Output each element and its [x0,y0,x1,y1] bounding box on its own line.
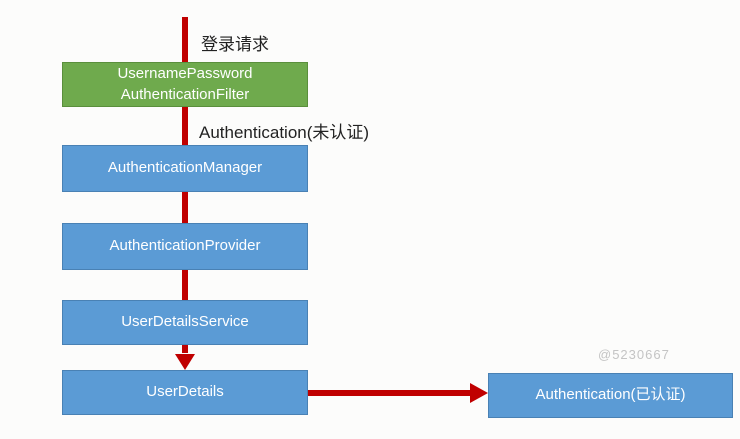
watermark-text: @5230667 [598,347,670,362]
filter-label-line1: UsernamePassword [117,65,253,83]
down-arrowhead-icon [175,354,195,370]
authentication-manager-label: AuthenticationManager [107,159,263,177]
horizontal-flow-line [307,390,471,396]
node-authentication-authenticated: Authentication(已认证) [488,373,733,418]
node-user-details-service: UserDetailsService [62,300,308,345]
authentication-authenticated-label: Authentication(已认证) [535,386,686,404]
user-details-service-label: UserDetailsService [121,313,249,331]
right-arrowhead-icon [470,383,488,403]
node-authentication-provider: AuthenticationProvider [62,223,308,270]
node-username-password-authentication-filter: UsernamePassword AuthenticationFilter [62,62,308,107]
login-request-label: 登录请求 [201,35,269,54]
node-user-details: UserDetails [62,370,308,415]
filter-label-line2: AuthenticationFilter [120,85,250,103]
node-authentication-manager: AuthenticationManager [62,145,308,192]
authentication-provider-label: AuthenticationProvider [109,237,261,255]
user-details-label: UserDetails [146,383,224,401]
authentication-unauthenticated-label: Authentication(未认证) [199,123,370,142]
